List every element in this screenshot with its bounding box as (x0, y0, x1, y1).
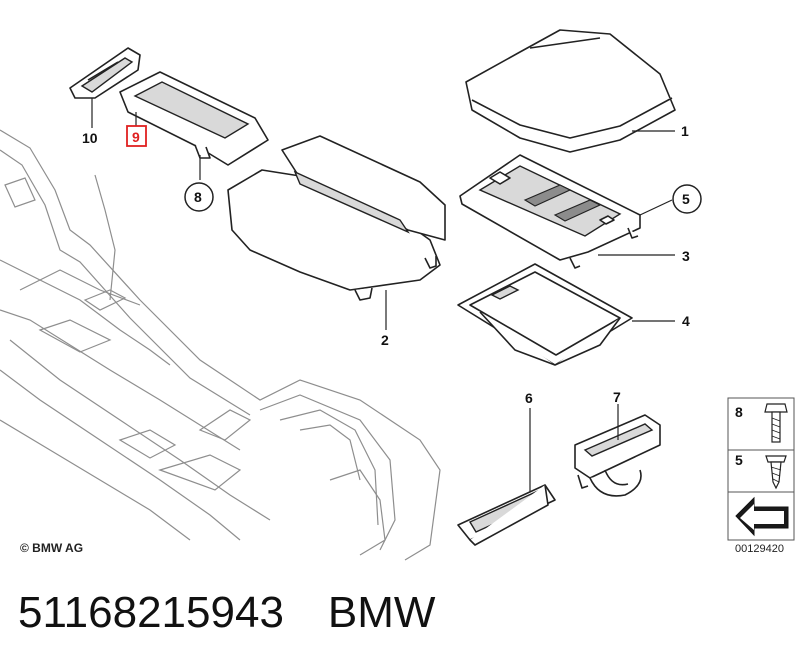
part-3-hinge-base (459, 154, 675, 269)
copyright-notice: © BMW AG (20, 541, 84, 555)
part-4-storage-bin (457, 263, 675, 366)
screw-icon (765, 455, 787, 490)
diagram-id: 00129420 (735, 543, 784, 555)
legend-number-8: 8 (735, 404, 743, 420)
callout-10: 10 (82, 130, 98, 146)
center-console-outline (0, 129, 441, 561)
fastener-legend: 8 5 (727, 397, 795, 541)
callout-9: 9 (132, 129, 140, 145)
part-9-tray-insert (119, 71, 269, 180)
part-6-insert (457, 408, 556, 546)
part-7-cup-holder (574, 404, 661, 497)
part-10-small-tray (69, 47, 141, 128)
brand-name: BMW (327, 588, 436, 637)
arrow-icon (735, 496, 789, 537)
callout-4: 4 (682, 313, 690, 329)
footer-caption: 51168215943 BMW (18, 583, 435, 653)
part-2-armrest (227, 135, 446, 330)
callout-6: 6 (525, 390, 533, 406)
highlight-box-9 (126, 125, 147, 147)
part-1-lid (465, 29, 676, 153)
callout-8: 8 (194, 189, 202, 205)
callout-circle-5 (672, 184, 702, 214)
callout-circle-8 (184, 182, 214, 212)
callout-5: 5 (682, 191, 690, 207)
callout-7: 7 (613, 389, 621, 405)
legend-number-5: 5 (735, 452, 743, 468)
bolt-icon (764, 403, 788, 443)
callout-3: 3 (682, 248, 690, 264)
part-number: 51168215943 (18, 588, 284, 637)
callout-1: 1 (681, 123, 689, 139)
callout-2: 2 (381, 332, 389, 348)
parts-diagram: 10 9 8 2 1 5 3 4 6 7 8 5 (0, 29, 795, 561)
